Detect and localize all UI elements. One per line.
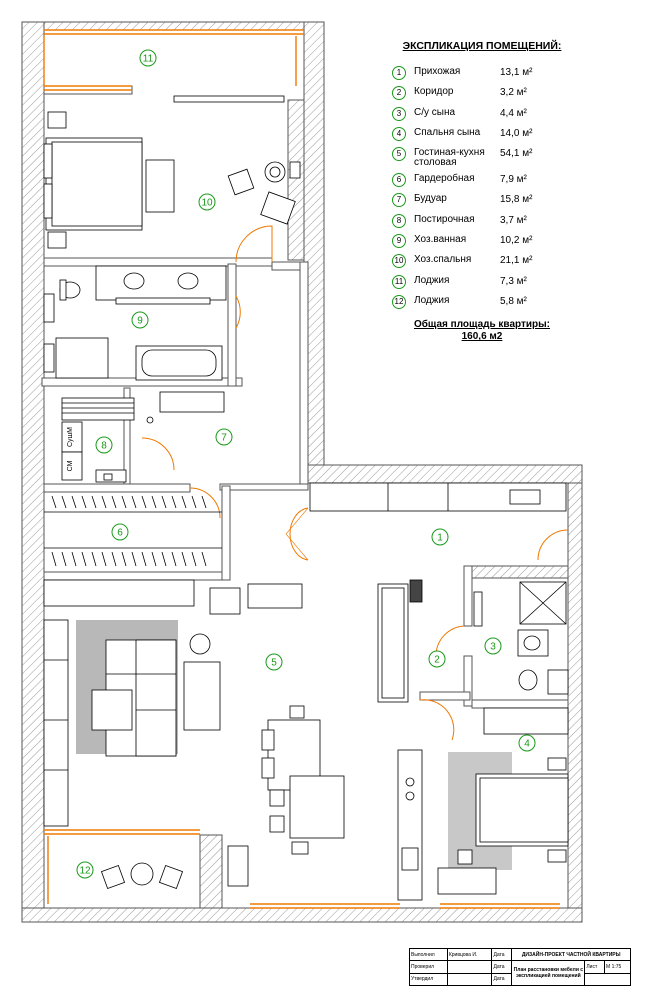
svg-text:4: 4 (524, 739, 530, 750)
hallway-furniture (247, 482, 567, 609)
total-area-value: 160,6 м2 (461, 331, 503, 343)
room-name: Лоджия (414, 294, 450, 306)
svg-text:12: 12 (79, 866, 91, 877)
total-area: Общая площадь квартиры: 160,6 м2 (382, 319, 582, 343)
room-area: 7,9 м² (500, 174, 527, 186)
room-name: Постирочная (414, 213, 475, 225)
stamp-scale-value: 1:75 (611, 963, 622, 970)
room-area: 13,1 м² (500, 67, 533, 78)
stamp-approved-label: Утвердил (409, 972, 448, 987)
stamp-performed-label: Выполнил (409, 947, 448, 962)
room-name: С/у сына (414, 106, 456, 118)
room-number: 12 (392, 294, 406, 309)
room-name: Хоз.спальня (414, 254, 472, 266)
room-name: Лоджия (414, 274, 450, 286)
room-number: 1 (392, 66, 406, 80)
stamp-checked-value (446, 960, 493, 974)
wardrobe-furniture (44, 495, 222, 567)
stamp-date-label: Дата (491, 972, 513, 987)
svg-text:10: 10 (201, 198, 213, 209)
room-name: Коридор (414, 86, 454, 98)
room-number: 6 (392, 173, 406, 188)
stamp-date-label: Дата (491, 947, 513, 962)
windows (43, 29, 560, 909)
room-name: Спальня сына (414, 126, 481, 138)
legend-row: 9 Хоз.ванная 10,2 м² (382, 234, 582, 254)
legend-row: 11 Лоджия 7,3 м² (382, 274, 582, 295)
stamp-empty-cell (584, 972, 631, 987)
room-number: 4 (392, 126, 406, 141)
svg-text:6: 6 (117, 528, 123, 539)
room-name: Гостиная-кухня столовая (414, 147, 485, 169)
room-number: 8 (392, 213, 406, 228)
svg-text:2: 2 (434, 655, 440, 666)
legend-row: 12 Лоджия 5,8 м² (382, 294, 582, 315)
laundry-furniture (61, 391, 225, 483)
room-number: 10 (392, 254, 406, 269)
legend-row: 3 С/у сына 4,4 м² (382, 106, 582, 127)
bathroom-furniture (43, 265, 227, 381)
legend-row: 1 Прихожая 13,1 м² (382, 66, 582, 86)
svg-text:5: 5 (271, 658, 277, 669)
legend-row: 5 Гостиная-кухня столовая 54,1 м² (382, 147, 582, 173)
stamp-date-label: Дата (491, 960, 513, 974)
svg-text:8: 8 (101, 441, 107, 452)
svg-text:3: 3 (490, 642, 496, 653)
legend-row: 7 Будуар 15,8 м² (382, 193, 582, 213)
stamp-sheet-title: План расстановки мебели с экспликацией п… (511, 960, 586, 986)
walls (21, 21, 583, 923)
svg-text:9: 9 (137, 316, 143, 327)
legend-row: 2 Коридор 3,2 м² (382, 86, 582, 106)
svg-text:1: 1 (437, 533, 443, 544)
stamp-approved-value (446, 972, 493, 987)
stamp-scale-label: М (606, 963, 611, 970)
legend-row: 8 Постирочная 3,7 м² (382, 213, 582, 234)
master-bedroom-furniture (43, 95, 301, 249)
stamp-performer: Кривцова И. (446, 947, 493, 962)
total-area-label: Общая площадь квартиры: (413, 319, 551, 331)
room-number: 5 (392, 147, 406, 162)
legend-row: 6 Гардеробная 7,9 м² (382, 173, 582, 193)
title-block: Выполнил Кривцова И. Дата ДИЗАЙН-ПРОЕКТ … (409, 947, 631, 987)
room-area: 5,8 м² (500, 295, 527, 307)
room-area: 10,2 м² (500, 235, 533, 247)
svg-text:11: 11 (143, 54, 154, 65)
living-room-furniture (43, 579, 345, 887)
room-area: 4,4 м² (500, 107, 527, 119)
son-bathroom-furniture (473, 581, 569, 695)
legend-title: ЭКСПЛИКАЦИЯ ПОМЕЩЕНИЙ: (402, 40, 562, 52)
stamp-checked-label: Проверил (409, 960, 448, 974)
room-number: 3 (392, 106, 406, 121)
room-area: 54,1 м² (500, 148, 533, 160)
loggia-furniture (100, 862, 184, 890)
stamp-project: ДИЗАЙН-ПРОЕКТ ЧАСТНОЙ КВАРТИРЫ (511, 947, 631, 962)
svg-text:7: 7 (221, 433, 227, 444)
room-number: 7 (392, 193, 406, 208)
room-number: 2 (392, 86, 406, 101)
doors (141, 225, 569, 741)
stamp-sheet-label: Лист (584, 960, 606, 974)
legend-row: 10 Хоз.спальня 21,1 м² (382, 254, 582, 274)
room-markers: 11 10 9 8 7 6 1 2 3 5 4 12 (76, 49, 536, 879)
room-area: 15,8 м² (500, 194, 533, 206)
stamp-scale: М 1:75 (604, 960, 631, 974)
washer-label: СМ (67, 460, 74, 471)
room-area: 3,2 м² (500, 87, 527, 99)
room-name: Прихожая (414, 66, 461, 77)
legend-row: 4 Спальня сына 14,0 м² (382, 126, 582, 147)
room-name: Будуар (414, 193, 447, 205)
son-bedroom-furniture (437, 707, 569, 895)
room-area: 3,7 м² (500, 214, 527, 226)
room-area: 7,3 м² (500, 275, 527, 287)
kitchen-furniture (377, 579, 423, 901)
room-number: 11 (392, 274, 406, 289)
room-name: Гардеробная (414, 173, 475, 185)
room-area: 14,0 м² (500, 127, 533, 139)
room-area: 21,1 м² (500, 255, 533, 267)
dryer-label: СушМ (67, 427, 74, 447)
room-name: Хоз.ванная (414, 234, 467, 246)
room-number: 9 (392, 234, 406, 249)
